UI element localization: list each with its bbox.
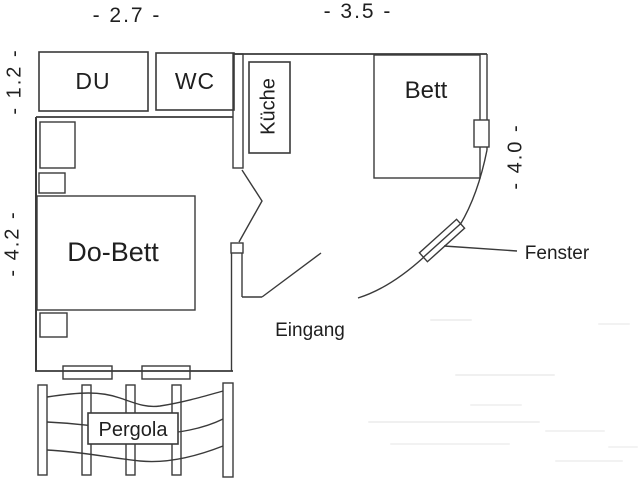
door-niche bbox=[238, 169, 263, 243]
dim-left-upper: - 1.2 - bbox=[3, 48, 26, 115]
furniture-rect-3 bbox=[39, 312, 68, 338]
pergola-wave-1 bbox=[46, 390, 224, 408]
scan-noise-4 bbox=[470, 404, 522, 406]
furniture-rect-1 bbox=[39, 121, 76, 169]
scan-noise-5 bbox=[368, 421, 540, 423]
scan-noise-1 bbox=[430, 319, 472, 321]
fenster-label: Fenster bbox=[524, 243, 590, 264]
pergola-post-1 bbox=[37, 384, 48, 476]
door-jamb-lower bbox=[230, 242, 244, 254]
dim-right: - 4.0 - bbox=[504, 123, 527, 190]
pergola-wave-3 bbox=[46, 445, 224, 463]
fenster-leader-line bbox=[443, 245, 518, 252]
wc-label: WC bbox=[174, 68, 216, 94]
scan-noise-2 bbox=[598, 323, 630, 325]
scan-noise-6 bbox=[545, 430, 605, 432]
do-bett-outline bbox=[36, 195, 196, 311]
du-room-outline bbox=[38, 51, 149, 112]
do-bett-label: Do-Bett bbox=[67, 237, 159, 267]
furniture-rect-2 bbox=[38, 172, 66, 194]
curved-wall bbox=[459, 149, 488, 226]
entrance-arc bbox=[357, 256, 425, 299]
dim-left-lower: - 4.2 - bbox=[1, 210, 24, 277]
bett-window bbox=[473, 119, 490, 148]
scan-noise-3 bbox=[455, 374, 555, 376]
wc-room-outline bbox=[155, 52, 235, 111]
window-bottom-2 bbox=[141, 365, 191, 380]
window-bottom-1 bbox=[62, 365, 113, 380]
scan-noise-7 bbox=[390, 443, 510, 445]
pergola-label-box bbox=[87, 412, 179, 445]
du-label: DU bbox=[75, 68, 111, 94]
bett-label: Bett bbox=[404, 77, 448, 104]
bett-outline bbox=[373, 54, 481, 179]
scan-noise-9 bbox=[555, 460, 623, 462]
dim-top-left: - 2.7 - bbox=[92, 4, 162, 27]
pergola-label: Pergola bbox=[98, 419, 168, 441]
kueche-label: Küche bbox=[257, 78, 280, 135]
fenster-window bbox=[418, 218, 466, 263]
kueche-outline bbox=[248, 61, 291, 154]
scan-noise-8 bbox=[608, 446, 638, 448]
dim-top-right: - 3.5 - bbox=[323, 0, 393, 23]
pergola-post-5 bbox=[222, 382, 234, 478]
eingang-label: Eingang bbox=[275, 320, 345, 341]
door-leaf bbox=[261, 252, 322, 298]
